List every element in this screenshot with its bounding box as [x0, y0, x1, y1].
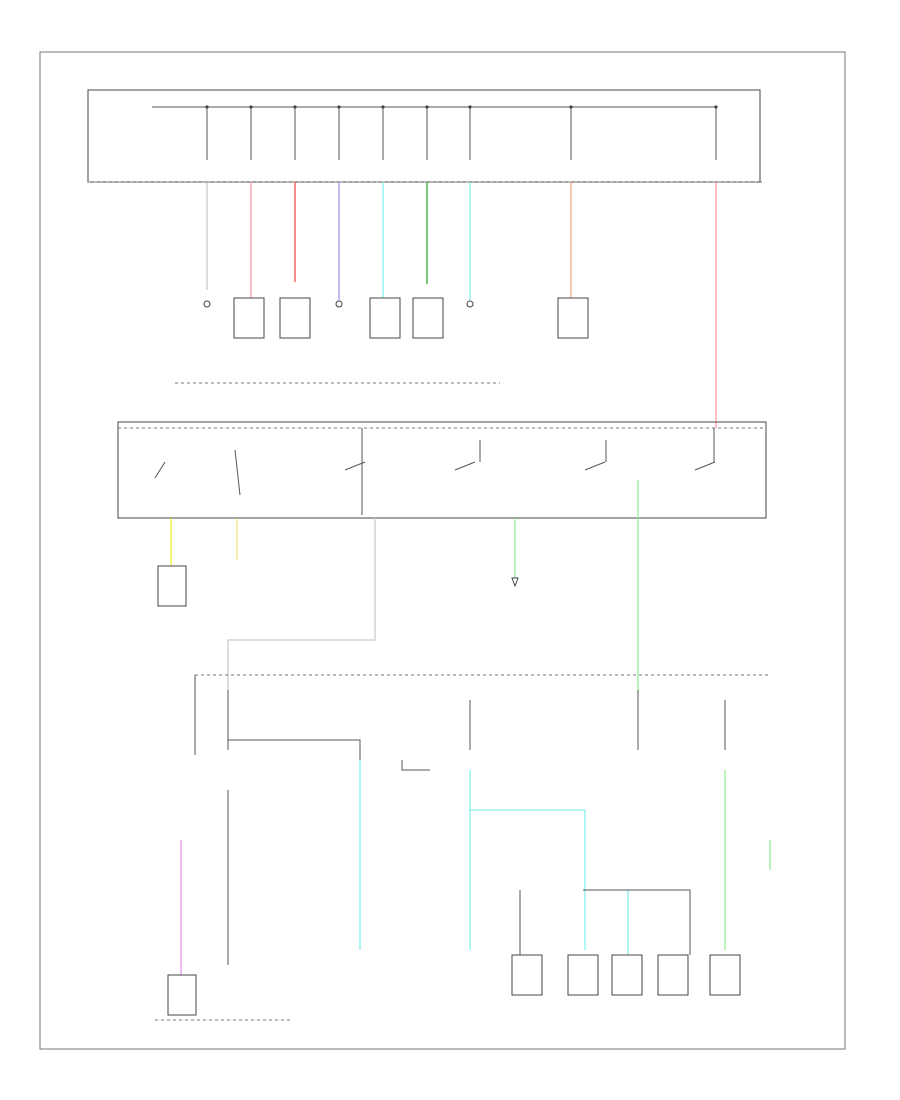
top-wires: [206, 182, 717, 428]
power-distribution-box: [194, 674, 770, 771]
battery-junction-box: [87, 89, 762, 183]
middle-component: [157, 565, 187, 607]
ground-symbol: [511, 577, 519, 588]
diagram-frame: [39, 51, 846, 1050]
fuse-symbols: [205, 105, 718, 109]
central-junction-box: [117, 421, 767, 519]
lower-components: [155, 954, 741, 1021]
lower-wires: [180, 760, 771, 975]
top-components: [203, 297, 589, 339]
middle-wires: [170, 480, 639, 690]
fuse-column: [206, 107, 717, 160]
